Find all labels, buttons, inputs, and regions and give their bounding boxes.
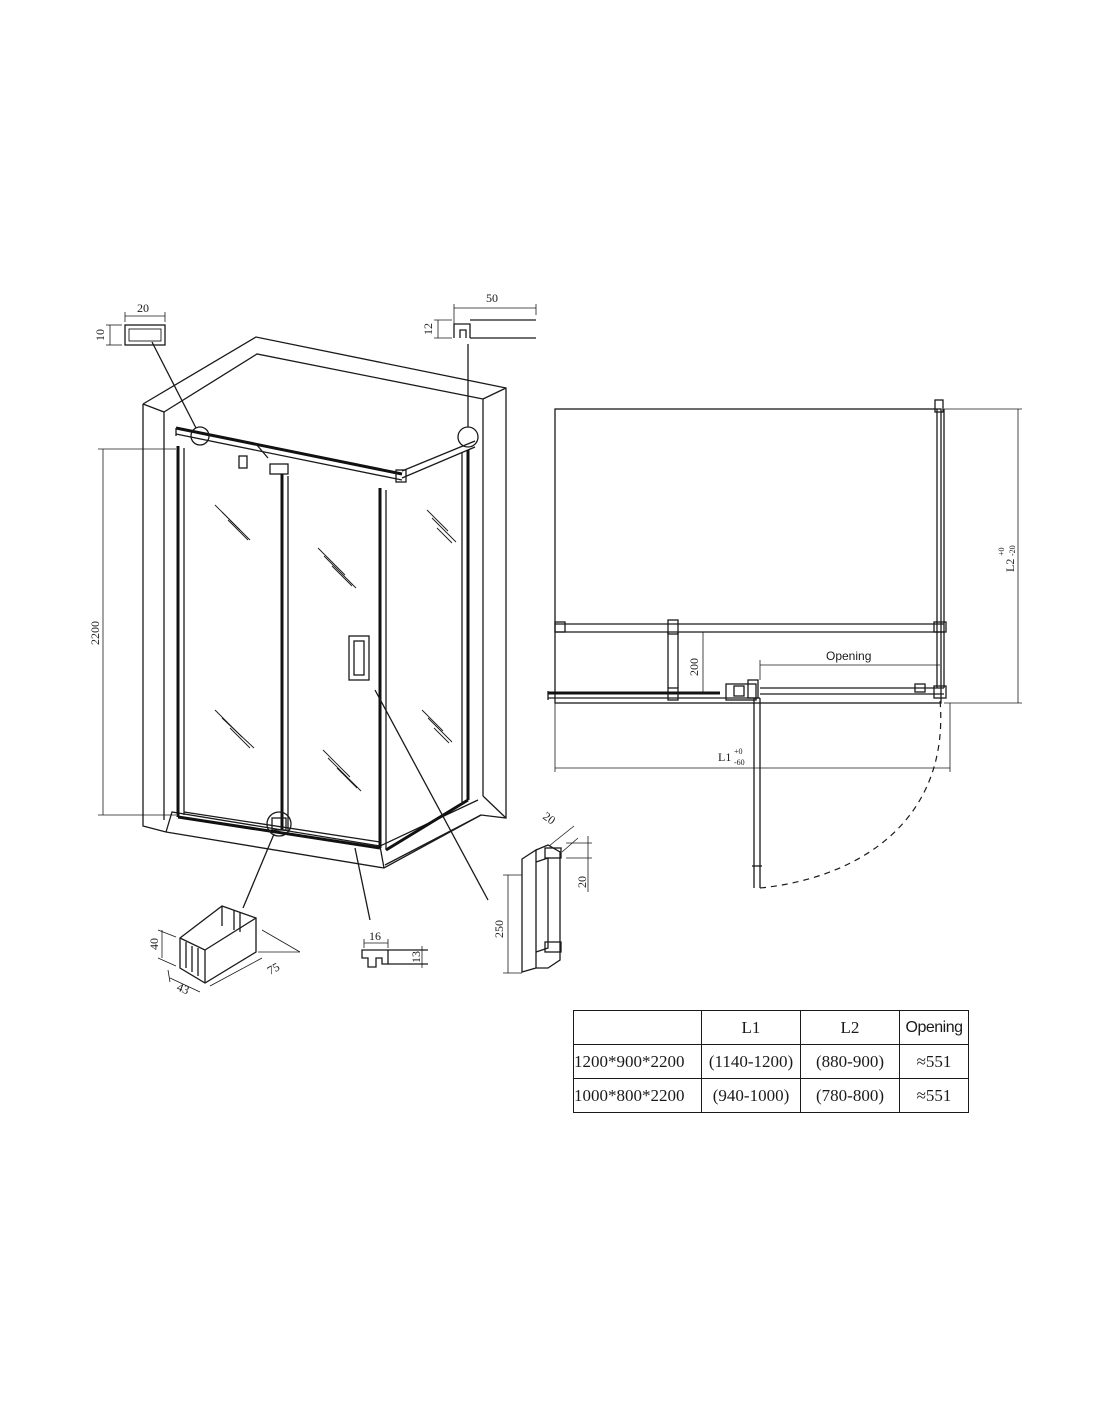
wall-channel-height-label: 12 [421,323,435,335]
table-cell-size: 1200*900*2200 [573,1044,702,1079]
plan-l2-dimension: L2 +0 -20 [944,408,1022,704]
door-handle [348,635,370,681]
table-header-row: L1 L2 Opening [573,1010,969,1045]
height-label: 2200 [88,621,102,645]
height-200-label: 200 [687,658,701,676]
table-header-opening: Opening [899,1010,969,1045]
l1-label: L1 [718,750,731,764]
table-cell-size: 1000*800*2200 [573,1078,702,1113]
plan-opening-dimension: Opening [759,649,940,680]
plan-support-bar [554,619,944,635]
bottom-seal-height-label: 13 [409,951,423,963]
top-rail [175,426,476,483]
l1-tolerance-lower: -60 [734,758,745,767]
handle-detail: 250 20 20 [492,809,592,974]
plan-200-dimension: 200 [682,631,708,694]
bottom-seal-width-label: 16 [369,929,381,943]
table-cell-l1: (1140-1200) [701,1044,801,1079]
hinge-depth-label: 43 [175,980,191,997]
handle-depth-label: 20 [540,809,558,827]
hinge-height-label: 40 [147,938,161,950]
callouts [151,341,489,921]
glass-reflections [214,504,457,792]
top-rail-height-label: 10 [93,329,107,341]
table-cell-opening: ≈551 [899,1078,969,1113]
table-cell-opening: ≈551 [899,1044,969,1079]
top-rail-width-label: 20 [137,301,149,315]
table-cell-l2: (880-900) [800,1044,900,1079]
door-frames [176,446,470,852]
hinge-length-label: 75 [265,960,282,978]
wall-outline [142,336,507,869]
table-row: 1200*900*2200 (1140-1200) (880-900) ≈551 [573,1044,969,1079]
table-cell-l2: (780-800) [800,1078,900,1113]
hinge-detail: 40 43 75 [147,905,301,997]
plan-l1-dimension: L1 +0 -60 [554,703,951,772]
plan-view: Opening 200 L1 +0 -60 L2 +0 -20 [547,399,1022,889]
l1-tolerance-upper: +0 [734,747,743,756]
l2-tolerance-lower: -20 [1008,545,1017,556]
table-row: 1000*800*2200 (940-1000) (780-800) ≈551 [573,1078,969,1113]
top-rail-profile-detail: 20 10 [93,301,166,346]
table-header-cell [573,1010,702,1045]
plan-door-swing [752,698,942,889]
table-header-l1: L1 [701,1010,801,1045]
plan-panel-line [547,632,944,701]
bottom-seal-profile-detail: 16 13 [361,929,428,968]
l2-label: L2 [1003,559,1017,572]
size-table: L1 L2 Opening 1200*900*2200 (1140-1200) … [573,1010,969,1113]
l2-tolerance-upper: +0 [997,547,1006,556]
perspective-view: 2200 20 10 50 12 [88,291,592,997]
table-header-l2: L2 [800,1010,900,1045]
plan-wall-channel [933,399,947,699]
wall-channel-width-label: 50 [486,291,498,305]
opening-label: Opening [826,649,871,663]
handle-offset-label: 20 [575,876,589,888]
wall-channel-profile-detail: 50 12 [421,291,537,339]
height-dimension: 2200 [88,448,176,816]
table-cell-l1: (940-1000) [701,1078,801,1113]
handle-length-label: 250 [492,920,506,938]
